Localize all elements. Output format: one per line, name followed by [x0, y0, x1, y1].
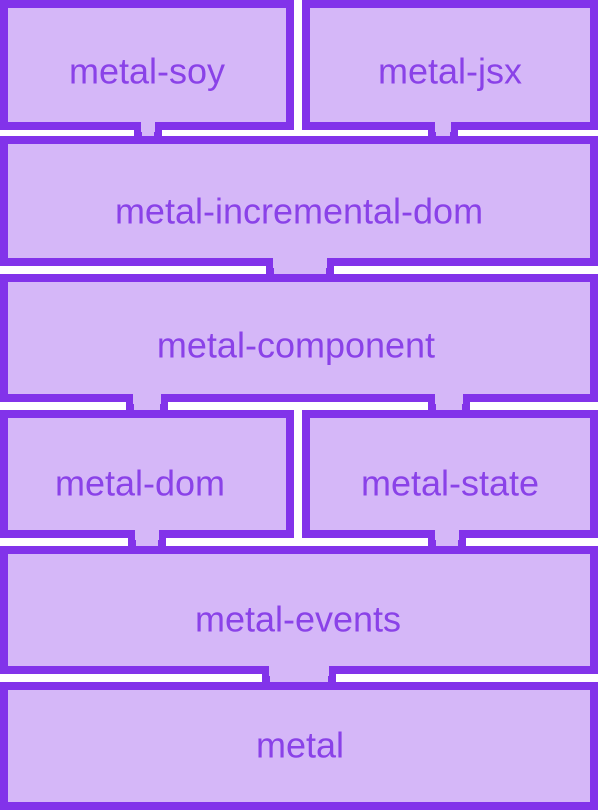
block-metal-jsx: metal-jsx [302, 0, 598, 130]
block-metal-state: metal-state [302, 410, 598, 538]
block-label: metal-jsx [378, 51, 522, 92]
block-metal-events: metal-events [0, 546, 598, 674]
block-metal-dom: metal-dom [0, 410, 294, 538]
connector-caps [121, 122, 469, 702]
block-metal-incremental-dom: metal-incremental-dom [0, 136, 598, 266]
block-metal-soy: metal-soy [0, 0, 294, 130]
block-label: metal-soy [69, 51, 225, 92]
block-label: metal-state [361, 463, 539, 504]
block-metal-component: metal-component [0, 274, 598, 402]
block-label: metal-incremental-dom [115, 191, 483, 232]
block-label: metal [256, 725, 344, 766]
block-label: metal-dom [55, 463, 225, 504]
block-label: metal-events [195, 599, 401, 640]
block-metal: metal [0, 682, 598, 810]
block-label: metal-component [157, 325, 435, 366]
